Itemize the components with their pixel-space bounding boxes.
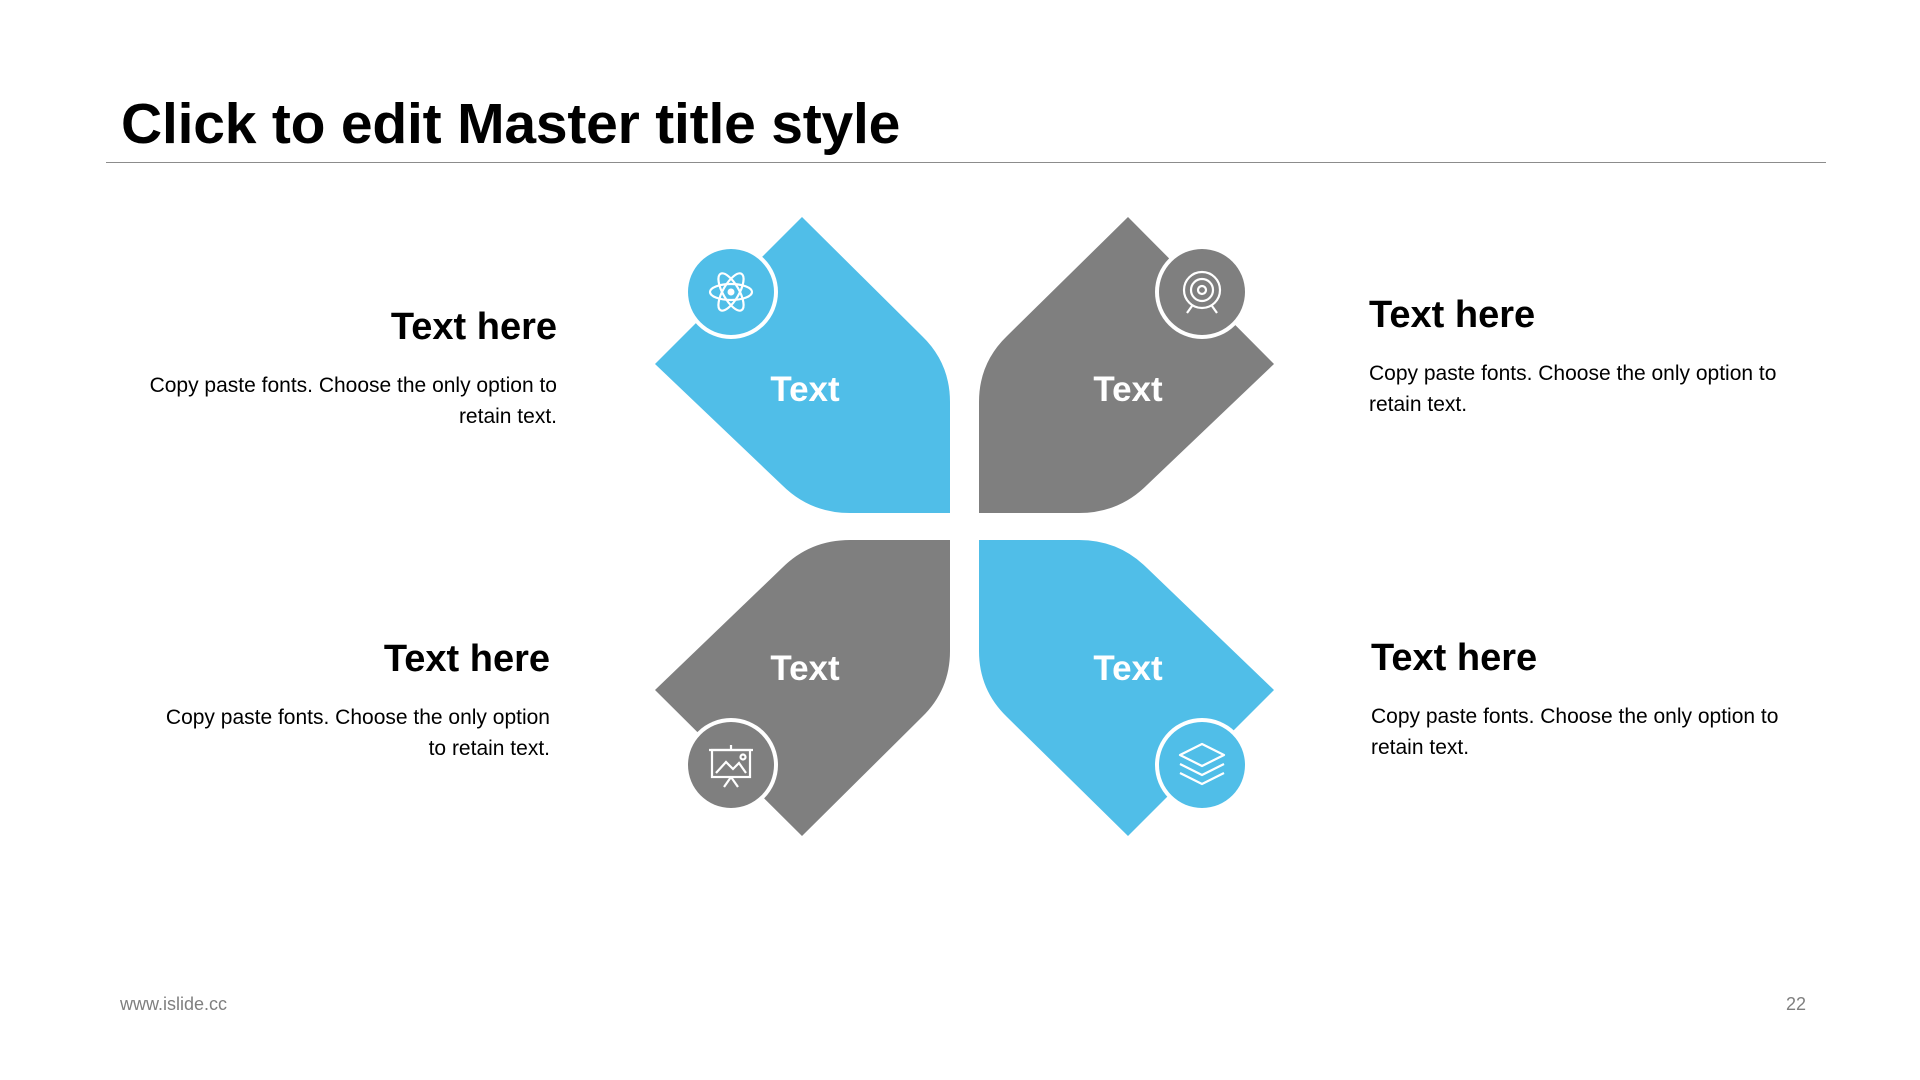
block-body[interactable]: Copy paste fonts. Choose the only option… [165,706,550,760]
slide-title[interactable]: Click to edit Master title style [121,92,901,156]
block-body[interactable]: Copy paste fonts. Choose the only option… [149,374,557,428]
footer-url: www.islide.cc [120,994,228,1014]
layers-icon [1155,718,1249,812]
block-heading[interactable]: Text here [383,638,550,680]
text-block-bottom-right: Text here Copy paste fonts. Choose the o… [1371,635,1811,763]
petal-bottom-left-label: Text [770,649,840,688]
block-heading[interactable]: Text here [1371,637,1538,679]
text-block-top-right: Text here Copy paste fonts. Choose the o… [1369,292,1809,420]
block-heading[interactable]: Text here [1369,294,1536,336]
title-divider [106,162,1826,163]
block-body[interactable]: Copy paste fonts. Choose the only option… [1371,705,1779,759]
block-body[interactable]: Copy paste fonts. Choose the only option… [1369,362,1777,416]
petal-top-left-label: Text [770,370,840,409]
text-block-top-left: Text here Copy paste fonts. Choose the o… [124,304,557,432]
petal-bottom-right-label: Text [1093,649,1163,688]
presentation-board-icon [684,718,778,812]
target-icon [1155,245,1249,339]
page-number: 22 [1786,994,1807,1014]
atom-icon [684,245,778,339]
block-heading[interactable]: Text here [390,306,557,348]
text-block-bottom-left: Text here Copy paste fonts. Choose the o… [144,636,550,764]
petal-top-right-label: Text [1093,370,1163,409]
